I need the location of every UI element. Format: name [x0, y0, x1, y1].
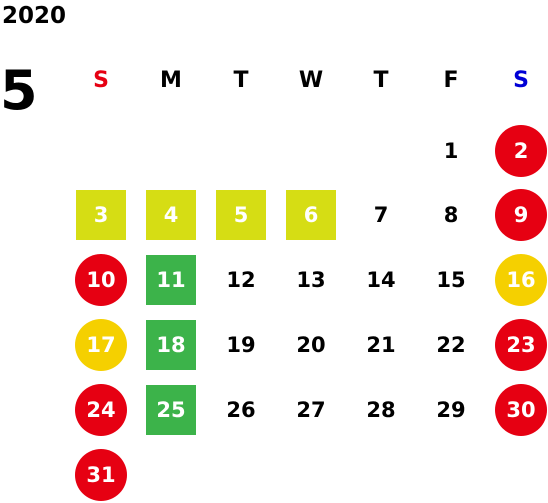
day-5[interactable]: 5 — [216, 190, 266, 240]
day-16[interactable]: 16 — [495, 254, 547, 306]
day-30[interactable]: 30 — [495, 384, 547, 436]
day-18[interactable]: 18 — [146, 320, 196, 370]
day-1[interactable]: 1 — [443, 139, 459, 163]
weekday-header: T — [373, 67, 389, 93]
day-31[interactable]: 31 — [75, 449, 127, 501]
day-19[interactable]: 19 — [226, 333, 256, 357]
day-17[interactable]: 17 — [75, 319, 127, 371]
day-7[interactable]: 7 — [373, 203, 389, 227]
day-12[interactable]: 12 — [226, 268, 256, 292]
year-label: 2020 — [2, 3, 67, 29]
month-number: 5 — [0, 59, 38, 122]
weekday-header: F — [443, 67, 459, 93]
day-6[interactable]: 6 — [286, 190, 336, 240]
weekday-header: W — [298, 67, 324, 93]
weekday-header: M — [160, 67, 182, 93]
day-14[interactable]: 14 — [366, 268, 396, 292]
weekday-header: S — [513, 67, 529, 93]
weekday-header: S — [93, 67, 109, 93]
day-21[interactable]: 21 — [366, 333, 396, 357]
day-15[interactable]: 15 — [436, 268, 466, 292]
day-13[interactable]: 13 — [296, 268, 326, 292]
day-29[interactable]: 29 — [436, 398, 466, 422]
day-9[interactable]: 9 — [495, 189, 547, 241]
day-10[interactable]: 10 — [75, 254, 127, 306]
day-28[interactable]: 28 — [366, 398, 396, 422]
day-26[interactable]: 26 — [226, 398, 256, 422]
day-11[interactable]: 11 — [146, 255, 196, 305]
day-23[interactable]: 23 — [495, 319, 547, 371]
day-20[interactable]: 20 — [296, 333, 326, 357]
day-8[interactable]: 8 — [443, 203, 459, 227]
day-4[interactable]: 4 — [146, 190, 196, 240]
weekday-header: T — [233, 67, 249, 93]
day-3[interactable]: 3 — [76, 190, 126, 240]
day-2[interactable]: 2 — [495, 125, 547, 177]
day-27[interactable]: 27 — [296, 398, 326, 422]
day-25[interactable]: 25 — [146, 385, 196, 435]
day-24[interactable]: 24 — [75, 384, 127, 436]
day-22[interactable]: 22 — [436, 333, 466, 357]
